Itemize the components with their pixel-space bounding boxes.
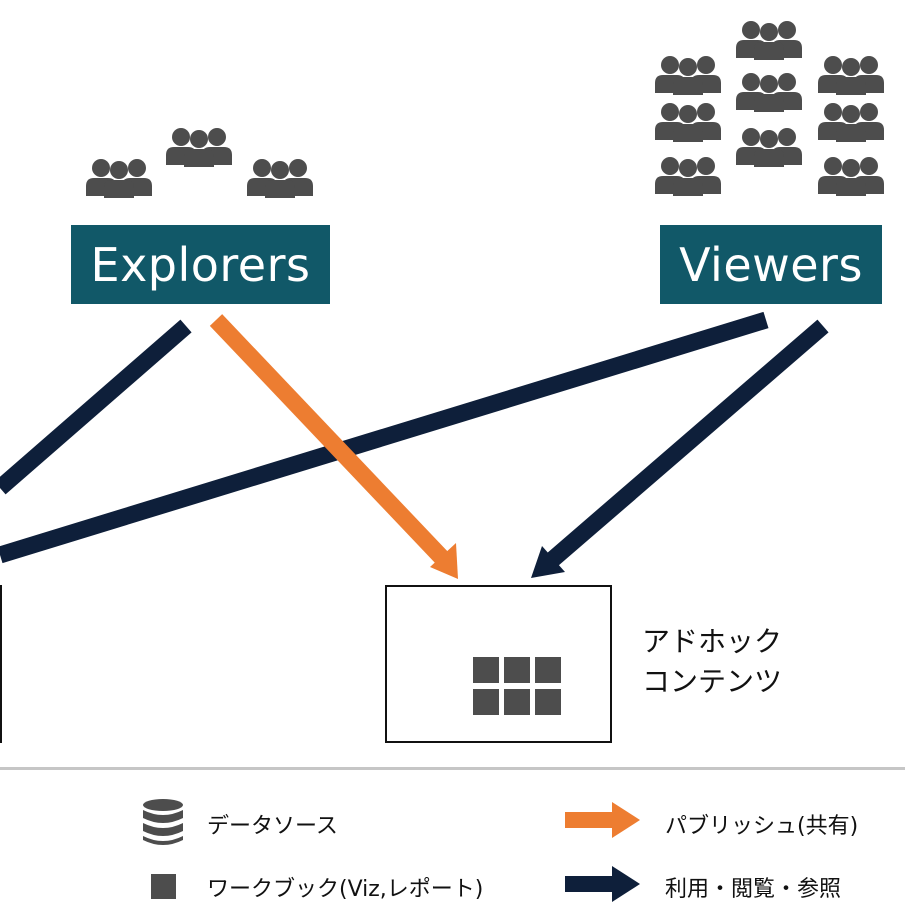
publish-legend-arrow-icon [565,802,640,838]
viewers-crowd-icon [655,21,884,196]
viewers-use-line-left [0,311,769,564]
explorers-crowd-icon [86,128,313,198]
viewers-label-box: Viewers [660,225,882,304]
use-legend-arrow-icon [565,866,640,902]
workbook-grid-icon [473,657,561,715]
legend-workbook-label: ワークブック(Viz,レポート) [207,877,484,902]
explorers-use-line [0,319,192,495]
adhoc-content-label-line1: アドホック [642,625,783,658]
viewers-use-arrow-shaft [546,319,829,567]
adhoc-content-label: アドホック コンテンツ [642,622,782,702]
explorers-publish-arrowhead [430,543,458,579]
legend-divider [0,767,905,770]
viewers-use-arrowhead [531,546,565,578]
workbook-square-icon [151,874,176,899]
left-content-box-partial [0,585,2,743]
adhoc-content-box [385,585,612,743]
legend-publish-label: パブリッシュ(共有) [665,814,859,839]
explorers-label: Explorers [90,237,311,292]
explorers-label-box: Explorers [71,225,330,304]
viewers-label: Viewers [679,237,863,292]
legend-use-label: 利用・閲覧・参照 [665,877,842,902]
legend-datasource-label: データソース [207,814,338,839]
database-icon [143,799,183,845]
adhoc-content-label-line2: コンテンツ [642,665,783,698]
use-connectors [0,311,829,567]
explorers-publish-arrow-shaft [209,314,451,566]
